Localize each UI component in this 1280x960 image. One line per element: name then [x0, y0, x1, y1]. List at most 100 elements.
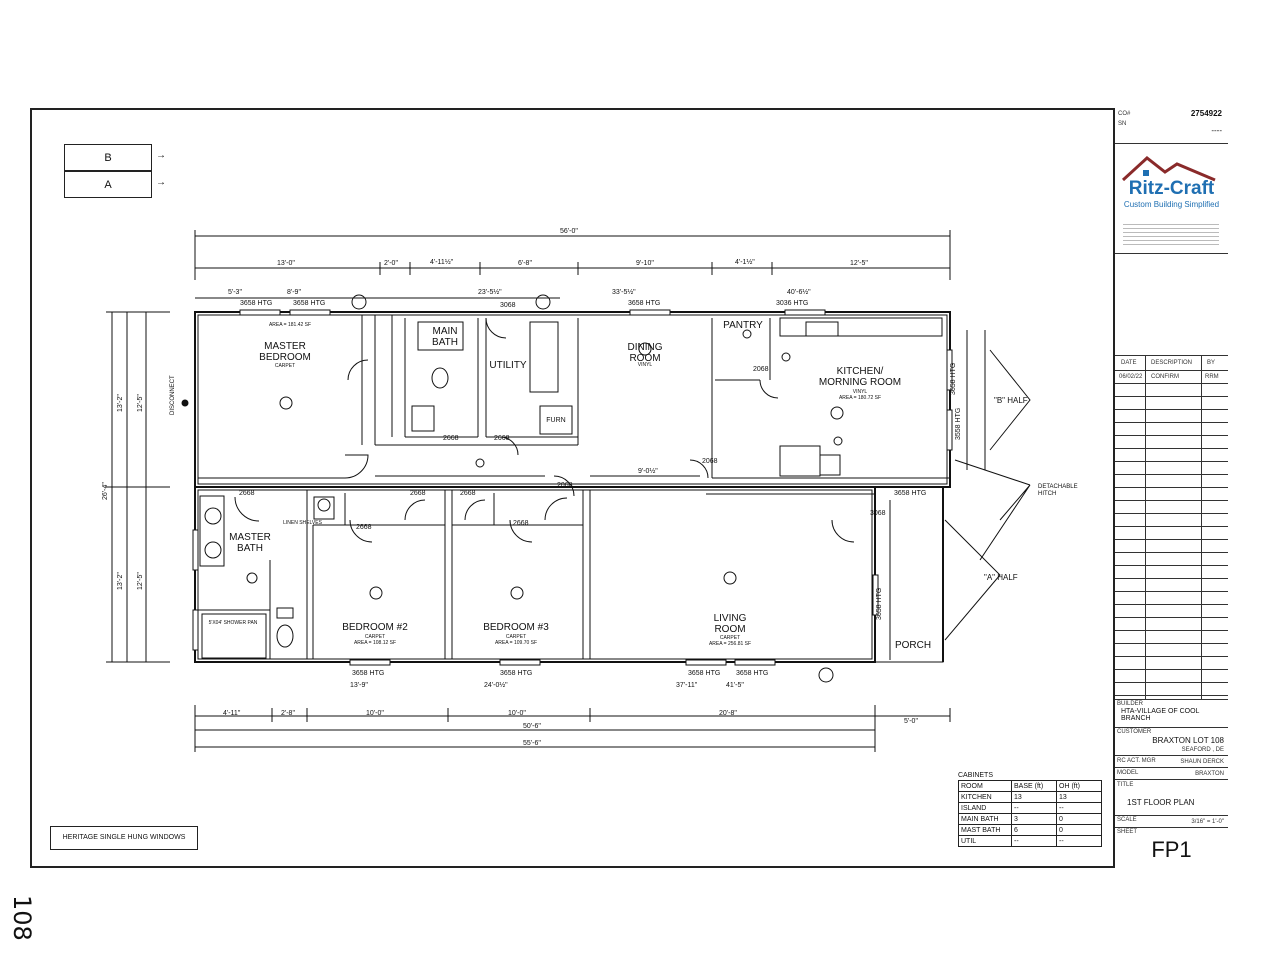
- dim-bottom2: 37'-11": [676, 682, 698, 689]
- overall-left-dim: 26'-4": [102, 482, 109, 500]
- overall-top-dim: 56'-0": [560, 228, 578, 235]
- revision-col-divider: [1145, 356, 1146, 700]
- living-area: AREA = 256.81 SF: [708, 641, 752, 647]
- dim-top: 4'-1½": [735, 259, 755, 266]
- table-cell: KITCHEN: [958, 791, 1012, 803]
- window-label: 3658 HTG: [736, 670, 769, 677]
- rev-header-description: DESCRIPTION: [1151, 360, 1193, 366]
- window-label: 3036 HTG: [776, 300, 809, 307]
- overall-bottom-inner-dim: 50'-6": [523, 723, 541, 730]
- table-cell: UTIL: [958, 835, 1012, 847]
- table-cell: ISLAND: [958, 802, 1012, 814]
- overall-bottom-dim: 55'-6": [523, 740, 541, 747]
- revision-grid: [1115, 384, 1228, 700]
- customer-location: SEAFORD , DE: [1181, 747, 1224, 753]
- brand-name: Ritz-Craft: [1128, 178, 1215, 199]
- table-header: OH (ft): [1056, 780, 1102, 792]
- title-label: TITLE: [1117, 782, 1134, 788]
- bedroom-2-area: AREA = 108.12 SF: [353, 640, 397, 646]
- builder-row: BUILDER HTA-VILLAGE OF COOL BRANCH: [1115, 700, 1228, 728]
- model-row: MODEL BRAXTON: [1115, 768, 1228, 780]
- dim-top2: 8'-9": [287, 289, 301, 296]
- dim-top: 6'-8": [518, 260, 532, 267]
- furnace-label: FURN: [546, 417, 566, 424]
- table-cell: 13: [1011, 791, 1057, 803]
- master-bedroom-area: AREA = 181.42 SF: [268, 322, 312, 328]
- window-label: 3658 HTG: [352, 670, 385, 677]
- scale-label: SCALE: [1117, 817, 1137, 823]
- windows-note-text: HERITAGE SINGLE HUNG WINDOWS: [62, 834, 186, 841]
- seal-area: [1115, 254, 1228, 356]
- bedroom-3-label: BEDROOM #3: [483, 622, 549, 633]
- kitchen-label: KITCHEN/ MORNING ROOM: [818, 366, 902, 388]
- dim-bottom: 4'-11": [223, 710, 241, 717]
- dim-bottom: 20'-8": [719, 710, 737, 717]
- door-label: 2668: [356, 524, 372, 531]
- dim-top: 9'-10": [636, 260, 654, 267]
- pantry-label: PANTRY: [723, 320, 763, 331]
- door-label: 2668: [410, 490, 426, 497]
- a-half-label: "A" HALF: [984, 573, 1018, 582]
- cabinets-title: CABINETS: [958, 772, 994, 779]
- builder-label: BUILDER: [1117, 701, 1144, 707]
- house-logo-icon: [1121, 156, 1216, 182]
- co-value: 2754922: [1190, 109, 1222, 118]
- sn-value: ----: [1211, 126, 1222, 135]
- left-dim-a: 13'-2": [117, 572, 124, 590]
- legend-b-label: B: [104, 152, 112, 164]
- master-bedroom-label: MASTER BEDROOM: [259, 341, 311, 363]
- window-label: 3068: [500, 302, 516, 309]
- co-row: CO# 2754922 SN ----: [1115, 108, 1228, 144]
- window-label: 3658 HTG: [894, 490, 927, 497]
- windows-note: HERITAGE SINGLE HUNG WINDOWS: [50, 826, 198, 850]
- dining-room-label: DINING ROOM: [627, 342, 663, 364]
- window-label: 3658 HTG: [950, 362, 957, 395]
- bedroom-3-floor: CARPET: [505, 634, 527, 640]
- rev-header-by: BY: [1207, 360, 1216, 366]
- manager-value: SHAUN DERCK: [1180, 759, 1224, 765]
- door-label: 2068: [557, 482, 573, 489]
- master-bath-label: MASTER BATH: [229, 532, 271, 554]
- dim-top: 4'-11½": [430, 259, 454, 266]
- window-label: 3658 HTG: [240, 300, 273, 307]
- builder-value: HTA-VILLAGE OF COOL BRANCH: [1121, 708, 1200, 722]
- rev-header-date: DATE: [1121, 360, 1137, 366]
- co-label: CO#: [1118, 111, 1131, 117]
- sheet-row: SHEET FP1: [1115, 828, 1228, 866]
- legend-a: A: [64, 171, 152, 198]
- revision-row: 06/02/22 CONFIRM RRM: [1115, 371, 1228, 384]
- table-cell: 0: [1056, 813, 1102, 825]
- window-label: 3658 HTG: [500, 670, 533, 677]
- legend-b: B: [64, 144, 152, 171]
- dim-bottom: 2'-8": [281, 710, 295, 717]
- table-header: BASE (ft): [1011, 780, 1057, 792]
- bedroom-3-area: AREA = 109.70 SF: [494, 640, 538, 646]
- table-cell: --: [1056, 802, 1102, 814]
- dim-top2: 5'-3": [228, 289, 242, 296]
- left-dim-b: 13'-2": [117, 394, 124, 412]
- sheet-value: FP1: [1151, 837, 1192, 862]
- dim-bottom2: 24'-0½": [484, 682, 508, 689]
- left-dim-b2: 12'-5": [137, 394, 144, 412]
- utility-label: UTILITY: [489, 360, 527, 371]
- customer-label: CUSTOMER: [1117, 729, 1152, 735]
- manager-row: RC ACT. MGR SHAUN DERCK: [1115, 756, 1228, 768]
- handwritten-lot-number: 108: [8, 895, 36, 941]
- hitch-label: DETACHABLE HITCH: [1038, 484, 1078, 497]
- scale-value: 3/16" = 1'-0": [1191, 819, 1224, 825]
- hallway-dim: 9'-0½": [638, 468, 658, 475]
- living-room-label: LIVING ROOM: [713, 613, 747, 635]
- title-row: TITLE 1ST FLOOR PLAN: [1115, 780, 1228, 816]
- arrow-right-icon: →: [156, 177, 166, 188]
- table-cell: --: [1011, 835, 1057, 847]
- kitchen-area: AREA = 180.72 SF: [838, 395, 882, 401]
- table-cell: 13: [1056, 791, 1102, 803]
- table-cell: MAIN BATH: [958, 813, 1012, 825]
- porch-label: PORCH: [894, 640, 932, 651]
- table-cell: --: [1011, 802, 1057, 814]
- brand-tagline: Custom Building Simplified: [1123, 200, 1220, 209]
- master-bedroom-floor: CARPET: [274, 363, 296, 369]
- sn-label: SN: [1118, 121, 1127, 127]
- door-label: 2668: [460, 490, 476, 497]
